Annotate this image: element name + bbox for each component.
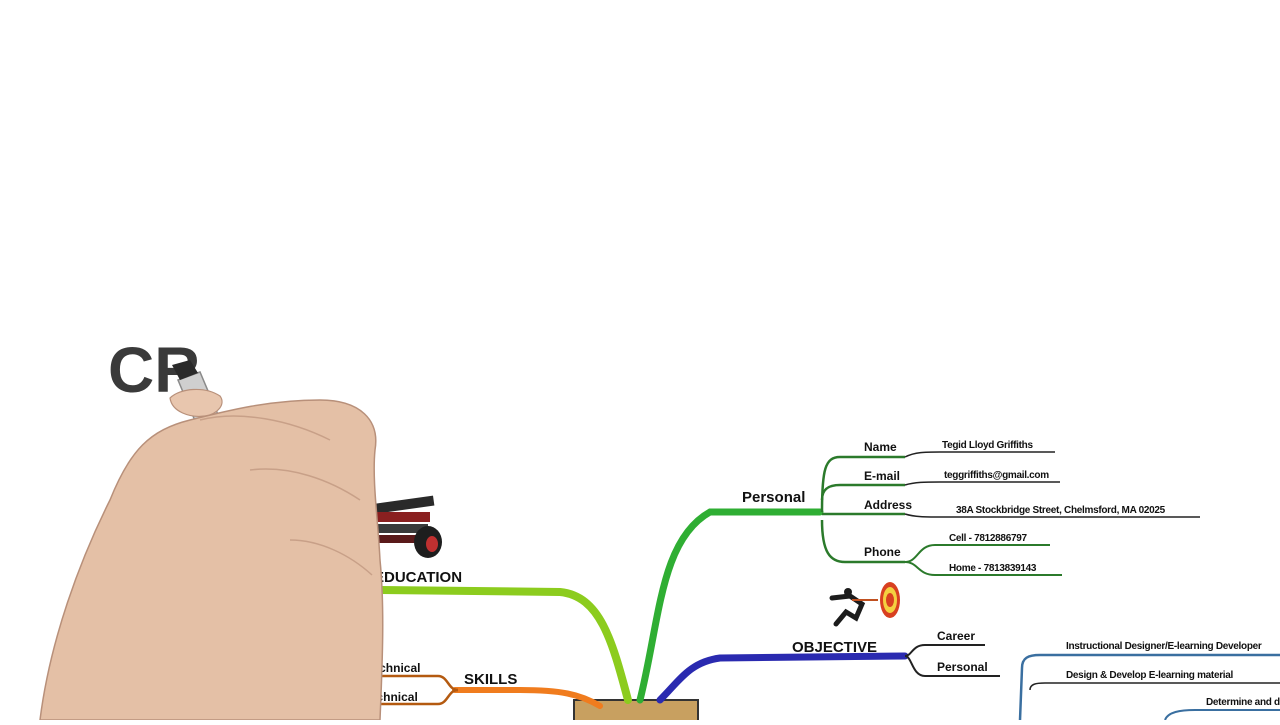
skills-branch [452, 687, 603, 709]
hand [39, 399, 384, 721]
phone-label: Phone [864, 545, 901, 559]
objective-personal: Personal [937, 660, 988, 674]
personal-objective-connector [904, 655, 1000, 677]
career-detail-2: Design & Develop E-learning material [1066, 670, 1234, 681]
home-value: Home - 7813839143 [949, 563, 1037, 574]
education-label: EDUCATION [374, 569, 462, 586]
name-value-line [904, 451, 1055, 458]
target-icon [829, 582, 900, 627]
career-detail-3: Determine and d [1206, 697, 1280, 708]
cell-value: Cell - 7812886797 [949, 533, 1027, 544]
personal-label: Personal [742, 489, 805, 506]
name-label: Name [864, 440, 897, 454]
marker-tip [172, 360, 198, 380]
skills-label: SKILLS [464, 671, 517, 688]
determine-line [1164, 709, 1280, 721]
personal-branch [636, 508, 824, 704]
cell-value-line [904, 544, 1050, 563]
career-connector [904, 644, 985, 657]
design-develop-line [1029, 682, 1280, 691]
thumb [169, 388, 223, 417]
email-connector [820, 483, 905, 501]
education-branch [376, 586, 632, 704]
email-label: E-mail [864, 469, 900, 483]
career-detail-1: Instructional Designer/E-learning Develo… [1066, 641, 1262, 652]
address-value-line [904, 513, 1200, 518]
non-technical-connector [335, 688, 459, 706]
home-value-line [904, 561, 1062, 576]
books-icon [369, 495, 442, 558]
address-value: 38A Stockbridge Street, Chelmsford, MA 0… [956, 505, 1166, 516]
phone-connector [820, 519, 905, 564]
objective-branch [656, 652, 909, 704]
career-detail-spine [1018, 653, 1280, 721]
name-value: Tegid Lloyd Griffiths [942, 440, 1033, 451]
hand-with-marker [39, 360, 384, 721]
objective-label: OBJECTIVE [792, 639, 877, 656]
address-label: Address [864, 498, 912, 512]
email-value: teggriffiths@gmail.com [944, 470, 1049, 481]
email-value-line [904, 481, 1060, 486]
objective-career: Career [937, 629, 975, 643]
